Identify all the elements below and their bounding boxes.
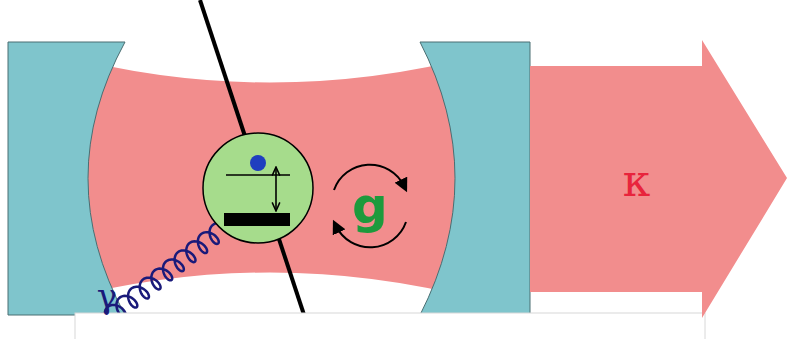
- decay-arrow: κ: [530, 40, 787, 320]
- rate-symbol: g: [352, 177, 388, 235]
- ground-level: [224, 213, 290, 226]
- electron-dot: [250, 155, 266, 171]
- atom-circle: [203, 133, 313, 243]
- overlay-panel: [75, 313, 705, 339]
- rate-symbol: γ: [97, 276, 117, 316]
- right-mirror: [420, 42, 530, 315]
- arrow-shape: [530, 40, 787, 318]
- cavity-mode: [60, 55, 480, 300]
- transition-arrow: [275, 168, 277, 210]
- rate-symbol: κ: [623, 155, 651, 206]
- atom-trajectory: [200, 0, 312, 339]
- left-mirror: [8, 42, 125, 315]
- arrow-outline: [530, 40, 787, 320]
- excited-level: [226, 174, 290, 176]
